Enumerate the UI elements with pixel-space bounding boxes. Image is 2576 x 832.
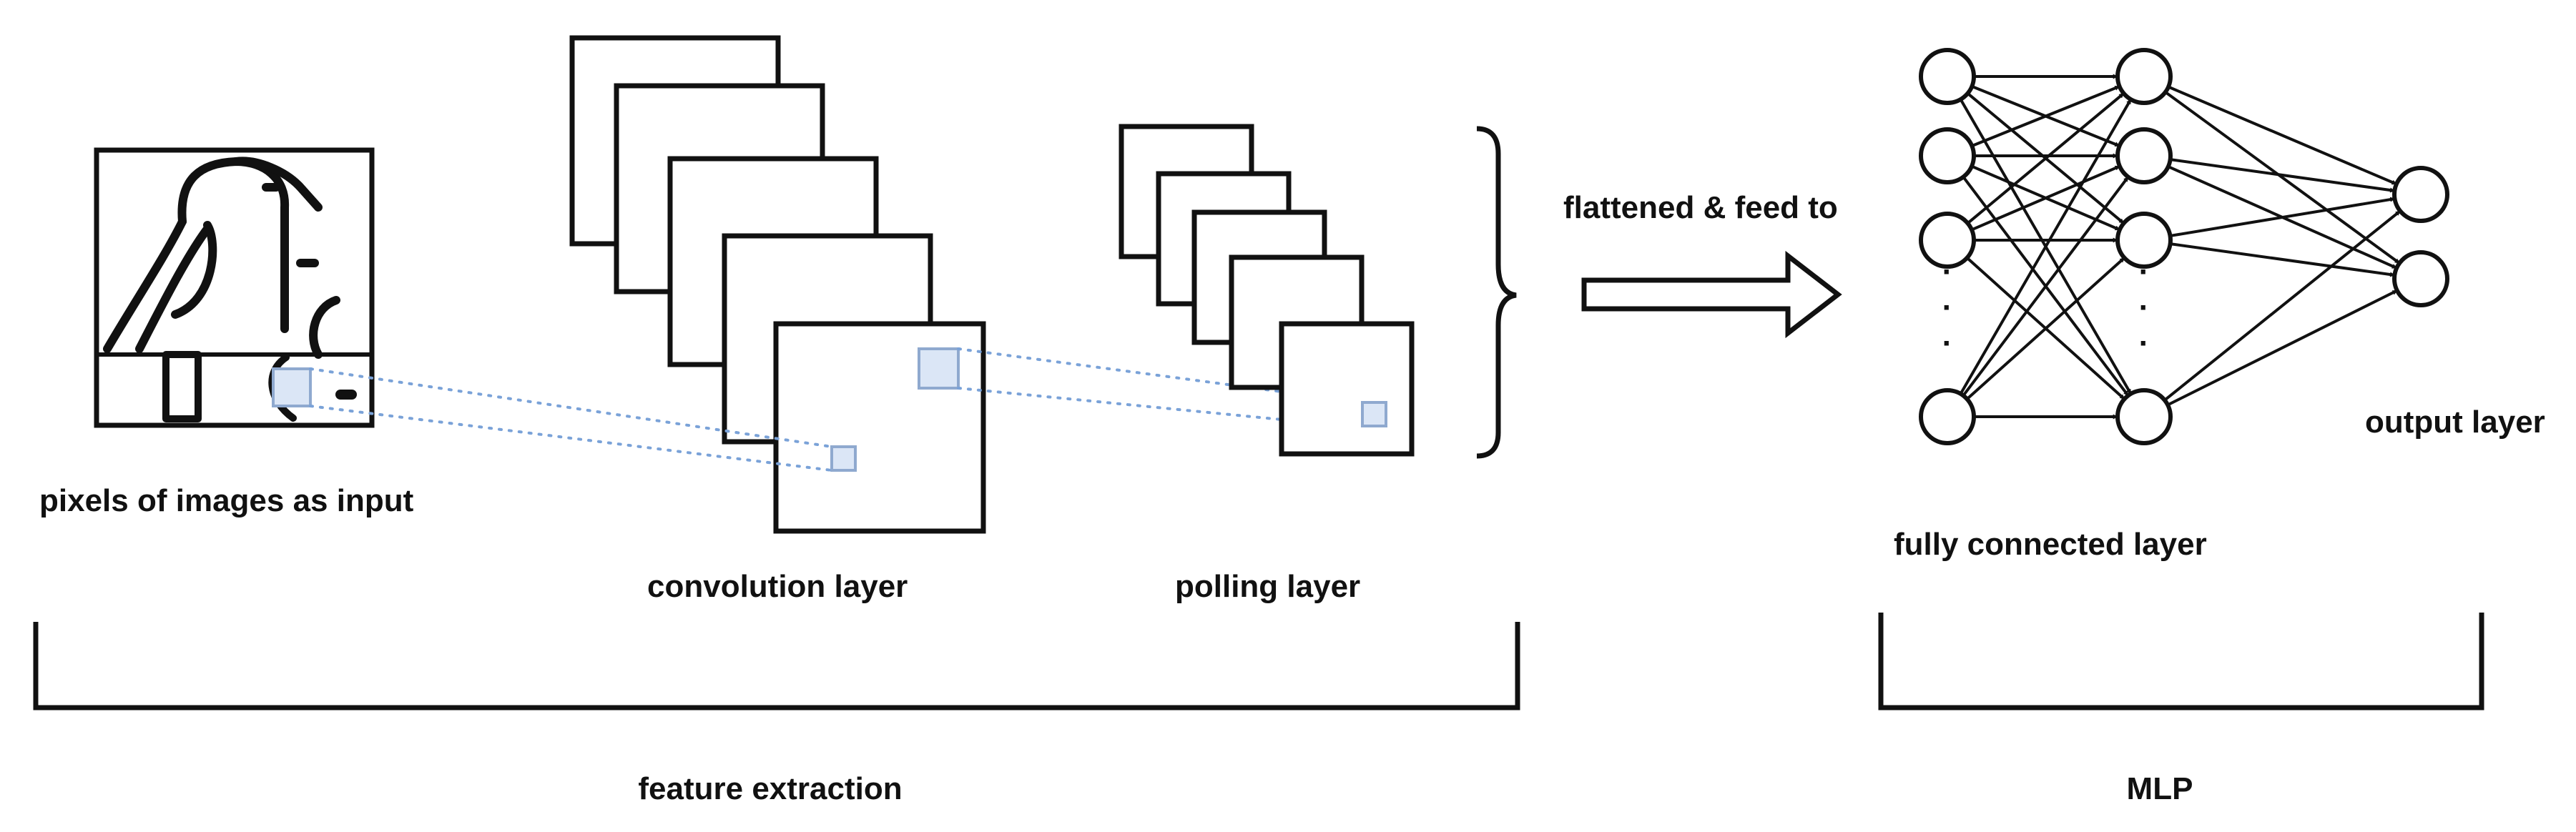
mlp-edge-input-hidden [1971,164,2120,232]
mlp-hidden-node [2115,127,2173,184]
mlp-edges [1959,74,2402,420]
mlp-edge-input-hidden [1967,92,2125,224]
mlp-output-node [2392,250,2449,307]
mlp-output-node [2392,166,2449,223]
mlp-input-node [1919,48,1976,105]
mlp-hidden-node [2115,212,2173,269]
mlp-bracket [1878,613,2484,710]
ellipsis-dot: · [2139,290,2150,325]
pooling-label: polling layer [1175,569,1360,604]
input-receptive-field [272,367,312,407]
mlp-input-node [1919,388,1976,445]
mlp-edge-hidden-output [2170,242,2396,277]
ellipsis-dot: · [2139,254,2150,289]
flatten-arrow [1581,250,1842,339]
input-image [94,147,375,428]
mlp-edge-hidden-output [2170,158,2396,193]
mlp-nodes [1919,48,2449,445]
mlp-hidden-node [2115,388,2173,445]
convolution-stack [569,35,986,534]
layer-brace [1476,126,1517,459]
conv-kernel-large [918,347,960,390]
mlp-input-node [1919,212,1976,269]
conv-kernel-small [830,445,857,472]
convolution-label: convolution layer [647,569,908,604]
mlp-ellipsis: ······ [1942,254,2150,361]
output-label: output layer [2365,405,2545,440]
mlp-label: MLP [2127,771,2193,806]
mlp-edge-hidden-output [2168,85,2397,186]
pool-kernel [1361,401,1387,427]
mlp-edge-hidden-output [2164,91,2401,264]
flatten-label: flattened & feed to [1563,190,1838,225]
mlp-edge-hidden-output [2167,289,2398,407]
pooling-stack [1119,124,1415,457]
ellipsis-dot: · [1942,254,1953,289]
mlp-edge-input-hidden [1966,257,2125,400]
mlp-edge-hidden-output [2170,197,2396,237]
ellipsis-dot: · [1942,290,1953,325]
mlp-hidden-node [2115,48,2173,105]
input-label: pixels of images as input [39,483,414,518]
ellipsis-dot: · [1942,326,1953,361]
feature-extraction-label: feature extraction [638,771,902,806]
mlp-edge-input-hidden [1959,99,2133,395]
feature-extraction-bracket [33,622,1520,710]
mlp-input-node [1919,127,1976,184]
mlp-edge-input-hidden [1971,84,2120,148]
bird-icon [103,157,357,422]
mlp-edge-hidden-output [2163,209,2402,402]
ellipsis-dot: · [2139,326,2150,361]
mlp-edge-input-hidden [1962,176,2130,397]
fully-connected-label: fully connected layer [1894,527,2207,562]
